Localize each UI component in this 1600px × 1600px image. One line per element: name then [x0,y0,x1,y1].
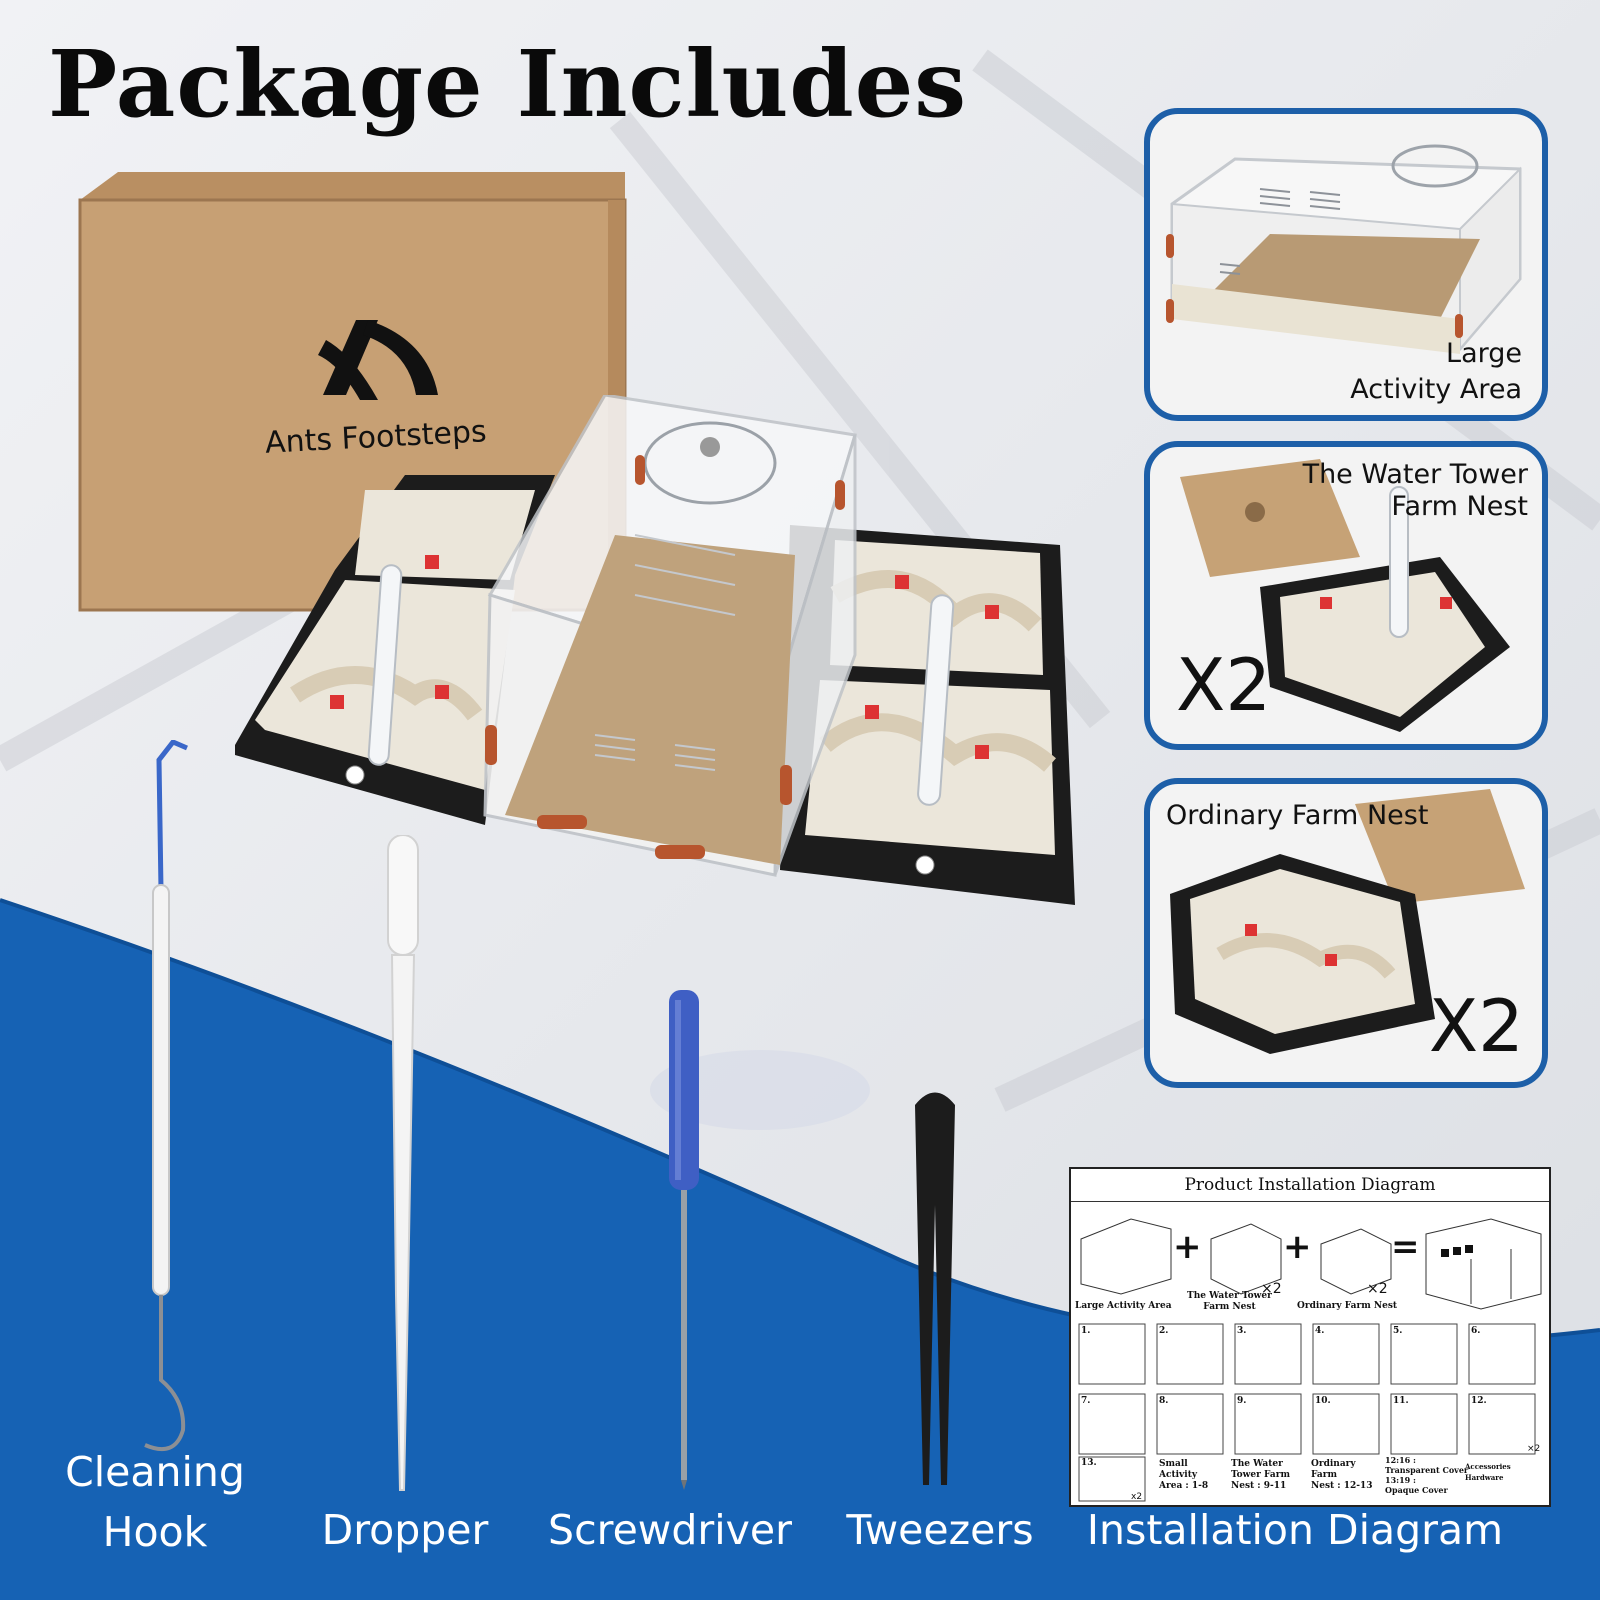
diagram-legend-water-tower: The Water Tower Farm Nest : 9-11 [1231,1459,1291,1491]
step-number: 5. [1393,1326,1403,1336]
step-number: 11. [1393,1396,1409,1406]
large-activity-area-image [1166,144,1522,354]
diagram-label-ordinary: Ordinary Farm Nest [1297,1301,1398,1311]
panel-water-tower-farm-nest-label: The Water Tower Farm Nest [1302,459,1528,522]
diagram-plus-1: + [1173,1227,1202,1267]
page-title: Package Includes [48,30,968,138]
assembled-ant-farm-image [235,395,1075,905]
ants-footsteps-logo-icon [318,320,438,400]
diagram-legend-ordinary: Ordinary Farm Nest : 12-13 [1311,1459,1373,1491]
caption-cleaning-hook: Cleaning Hook [65,1448,245,1556]
quantity-badge: X2 [1176,643,1272,727]
diagram-title: Product Installation Diagram [1071,1175,1549,1202]
diagram-qty-4: x2 [1131,1492,1143,1502]
panel-ordinary-farm-nest-label: Ordinary Farm Nest [1166,800,1429,831]
step-number: 13. [1081,1458,1097,1468]
caption-installation-diagram: Installation Diagram [1086,1506,1504,1554]
diagram-equals: = [1391,1227,1420,1267]
cleaning-hook-icon [144,740,188,1451]
step-number: 1. [1081,1326,1091,1336]
installation-diagram-image: Product Installation Diagram + + = ×2 ×2… [1069,1167,1551,1507]
ordinary-farm-nest-image [1170,789,1525,1054]
diagram-legend-small: Small Activity Area : 1-8 [1159,1459,1209,1491]
step-number: 4. [1315,1326,1325,1336]
panel-large-activity-area: Large Activity Area [1144,108,1548,421]
diagram-legend-covers: 12:16 : Transparent Cover 13:19 : Opaque… [1385,1455,1469,1495]
tweezers-icon [915,1092,955,1485]
step-number: 3. [1237,1326,1247,1336]
diagram-legend-extras: Accessories Hardware [1465,1462,1511,1482]
panel-water-tower-farm-nest: The Water Tower Farm Nest X2 [1144,441,1548,750]
water-tower-farm-nest-image [1180,459,1510,732]
caption-dropper: Dropper [321,1506,489,1554]
diagram-drawings [1078,1218,1542,1502]
diagram-label-large-area: Large Activity Area [1075,1301,1172,1311]
panel-ordinary-farm-nest: Ordinary Farm Nest X2 [1144,778,1548,1088]
diagram-label-water-tower: The Water Tower Farm Nest [1187,1291,1272,1312]
diagram-qty-3: ×2 [1527,1444,1541,1454]
step-number: 8. [1159,1396,1169,1406]
step-number: 10. [1315,1396,1331,1406]
diagram-qty-1: ×2 [1261,1281,1282,1297]
caption-screwdriver: Screwdriver [548,1506,792,1554]
quantity-badge: X2 [1428,984,1524,1068]
caption-tweezers: Tweezers [846,1506,1034,1554]
screwdriver-icon [669,990,699,1490]
dropper-icon [387,835,419,1491]
step-number: 7. [1081,1396,1091,1406]
step-number: 12. [1471,1396,1487,1406]
diagram-plus-2: + [1283,1227,1312,1267]
diagram-qty-2: ×2 [1367,1281,1388,1297]
step-number: 6. [1471,1326,1481,1336]
panel-large-activity-area-label: Large Activity Area [1350,338,1522,405]
step-number: 2. [1159,1326,1169,1336]
step-number: 9. [1237,1396,1247,1406]
